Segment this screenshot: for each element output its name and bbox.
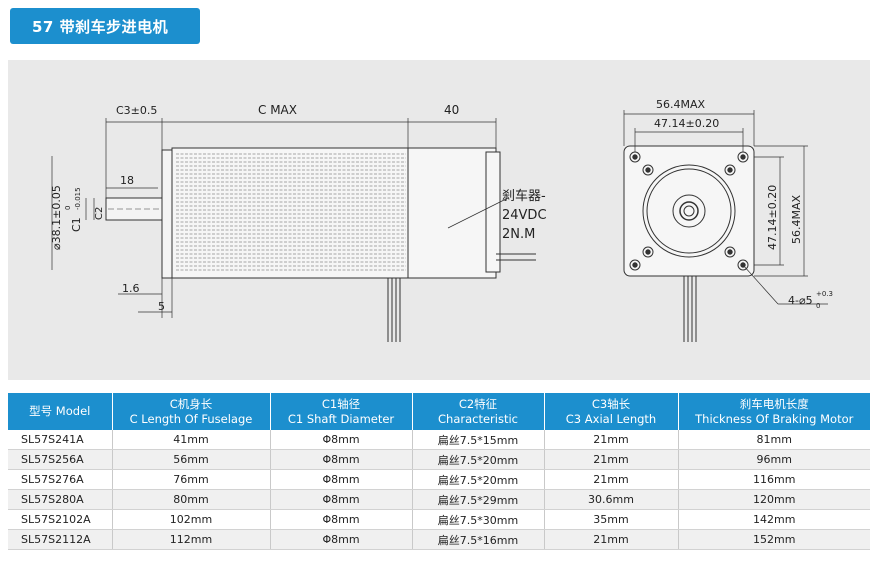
brake-label-3: 2N.M <box>502 227 535 242</box>
dim-hole-sup: +0.3 <box>816 290 833 298</box>
dim-diameter: ⌀38.1±0.05 <box>50 185 63 250</box>
cell-model: SL57S256A <box>8 449 113 470</box>
side-view <box>51 118 536 342</box>
cell-length: 56mm <box>112 449 271 470</box>
cell-model: SL57S2112A <box>8 529 113 550</box>
dim-outer-height: 56.4MAX <box>790 194 803 244</box>
cell-length: 41mm <box>112 430 271 450</box>
front-view <box>623 110 828 342</box>
table-row: SL57S2112A 112mm Φ8mm 扁丝7.5*16mm 21mm 15… <box>8 529 870 550</box>
cell-axial-length: 21mm <box>544 469 679 490</box>
cell-brake-thickness: 120mm <box>678 489 870 510</box>
table-header: 型号 Model <box>8 393 113 430</box>
cell-shaft-diameter: Φ8mm <box>270 509 413 530</box>
mounting-holes <box>629 151 749 271</box>
cell-length: 76mm <box>112 469 271 490</box>
cell-axial-length: 21mm <box>544 449 679 470</box>
cell-brake-thickness: 81mm <box>678 430 870 450</box>
cell-characteristic: 扁丝7.5*30mm <box>412 509 545 530</box>
section-title-bar: 57 带刹车步进电机 <box>10 8 200 44</box>
cell-axial-length: 21mm <box>544 430 679 450</box>
cell-characteristic: 扁丝7.5*20mm <box>412 449 545 470</box>
cell-brake-thickness: 96mm <box>678 449 870 470</box>
dim-c1: C1 <box>70 217 83 232</box>
cell-shaft-diameter: Φ8mm <box>270 529 413 550</box>
dim-c3: C3±0.5 <box>116 104 157 117</box>
cell-brake-thickness: 152mm <box>678 529 870 550</box>
cell-length: 80mm <box>112 489 271 510</box>
dim-c1-sup: 0 <box>64 206 72 210</box>
table-row: SL57S280A 80mm Φ8mm 扁丝7.5*29mm 30.6mm 12… <box>8 489 870 510</box>
cell-characteristic: 扁丝7.5*15mm <box>412 430 545 450</box>
cooling-fins <box>176 153 406 271</box>
technical-drawing: C3±0.5 C MAX 40 18 ⌀38.1±0.05 C1 0 -0.01… <box>8 60 870 380</box>
dim-c1-sub: -0.015 <box>74 187 82 210</box>
dim-hole-spec: 4-⌀5 <box>788 294 813 307</box>
cell-length: 102mm <box>112 509 271 530</box>
cell-model: SL57S276A <box>8 469 113 490</box>
motor-flange <box>161 149 173 279</box>
dim-5: 5 <box>158 300 165 313</box>
table-row: SL57S276A 76mm Φ8mm 扁丝7.5*20mm 21mm 116m… <box>8 469 870 490</box>
motor-body <box>171 147 409 279</box>
motor-cables <box>387 278 401 342</box>
cell-axial-length: 21mm <box>544 529 679 550</box>
front-pilot-ring <box>642 164 736 258</box>
dim-c2: C2 <box>94 207 105 220</box>
cell-brake-thickness: 116mm <box>678 469 870 490</box>
cell-shaft-diameter: Φ8mm <box>270 489 413 510</box>
cell-length: 112mm <box>112 529 271 550</box>
cell-model: SL57S241A <box>8 430 113 450</box>
dim-outer-width: 56.4MAX <box>656 98 706 111</box>
brake-label-1: 刹车器- <box>502 188 546 204</box>
dim-1-6: 1.6 <box>122 282 140 295</box>
cell-characteristic: 扁丝7.5*29mm <box>412 489 545 510</box>
dim-inner-width: 47.14±0.20 <box>654 117 719 130</box>
dim-inner-height: 47.14±0.20 <box>766 185 779 250</box>
cell-axial-length: 35mm <box>544 509 679 530</box>
dim-hole-sub: 0 <box>816 302 820 310</box>
cell-axial-length: 30.6mm <box>544 489 679 510</box>
cell-characteristic: 扁丝7.5*16mm <box>412 529 545 550</box>
table-row: SL57S2102A 102mm Φ8mm 扁丝7.5*30mm 35mm 14… <box>8 509 870 530</box>
table-row: SL57S241A 41mm Φ8mm 扁丝7.5*15mm 21mm 81mm <box>8 430 870 450</box>
cell-shaft-diameter: Φ8mm <box>270 469 413 490</box>
dim-c-max: C MAX <box>258 103 297 117</box>
cell-shaft-diameter: Φ8mm <box>270 430 413 450</box>
table-row: SL57S256A 56mm Φ8mm 扁丝7.5*20mm 21mm 96mm <box>8 449 870 470</box>
brake-label-2: 24VDC <box>502 208 547 223</box>
cell-shaft-diameter: Φ8mm <box>270 449 413 470</box>
cell-brake-thickness: 142mm <box>678 509 870 530</box>
section-title: 57 带刹车步进电机 <box>32 17 169 36</box>
brake-section <box>407 147 497 279</box>
cell-model: SL57S2102A <box>8 509 113 530</box>
cell-model: SL57S280A <box>8 489 113 510</box>
drawing-svg: C3±0.5 C MAX 40 18 ⌀38.1±0.05 C1 0 -0.01… <box>50 98 833 342</box>
dim-18: 18 <box>120 174 134 187</box>
cell-characteristic: 扁丝7.5*20mm <box>412 469 545 490</box>
dim-brake-length: 40 <box>444 103 459 117</box>
